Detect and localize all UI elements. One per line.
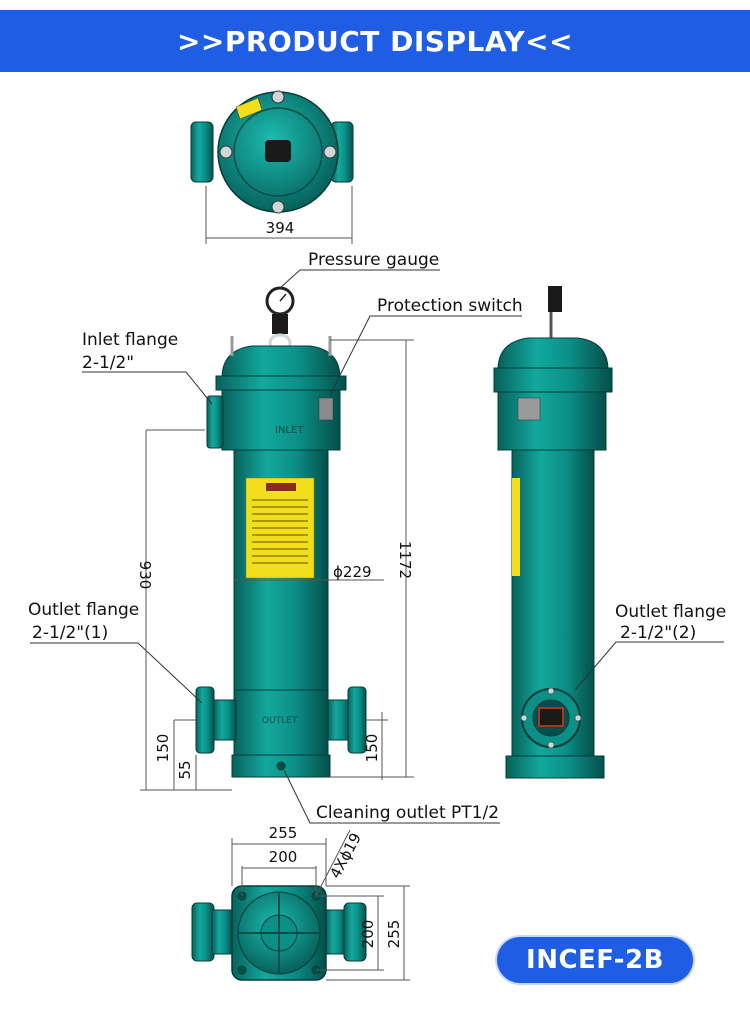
bottom-side-inner-dim: 200: [359, 920, 377, 949]
model-name: INCEF-2B: [526, 945, 664, 975]
side-view: Outlet flange 2-1/2"(2): [493, 286, 726, 779]
top-warning-label: [235, 97, 263, 120]
base-height-dim: 55: [176, 760, 194, 779]
side-lid: [497, 337, 609, 371]
top-clamp: [323, 145, 337, 159]
outlet-flange-2-label: Outlet flange: [615, 602, 726, 622]
front-lid: [221, 345, 341, 379]
header-title: >>PRODUCT DISPLAY<<: [176, 24, 574, 58]
bottom-inner-width-dim: 200: [269, 848, 298, 866]
top-left-flange: [190, 121, 214, 183]
diameter-dim: ϕ229: [333, 563, 372, 581]
outlet-height-right-dim: 150: [363, 734, 381, 763]
inlet-flange-shape: [206, 395, 224, 449]
bottom-outer-width-dim: 255: [269, 824, 298, 842]
top-clamp: [219, 145, 233, 159]
top-clamp: [271, 90, 285, 104]
protection-switch-icon: [318, 397, 334, 421]
bottom-side-outer-dim: 255: [385, 920, 403, 949]
bottom-view: 255 200 4Xϕ19 200 255: [191, 824, 410, 981]
outlet-flange-1-label: Outlet flange: [28, 600, 139, 620]
top-gauge-knob: [265, 140, 291, 162]
outlet-height-left-dim: 150: [154, 734, 172, 763]
inlet-height-dim: 930: [136, 561, 154, 590]
bottom-left-flange: [191, 902, 215, 962]
inlet-flange-size: 2-1/2": [82, 353, 134, 373]
header-banner: >>PRODUCT DISPLAY<<: [0, 10, 750, 72]
top-view: 394: [190, 90, 354, 244]
bottom-right-flange: [343, 902, 367, 962]
outlet-flange-left-shape: [195, 686, 215, 754]
cleaning-outlet-icon: [276, 761, 286, 771]
total-height-dim: 1172: [396, 541, 414, 579]
top-width-dim: 394: [266, 219, 295, 237]
pressure-gauge-label: Pressure gauge: [308, 250, 439, 270]
front-view: INLET OUTLET: [28, 250, 523, 824]
side-gauge-icon: [548, 286, 562, 312]
top-clamp: [271, 200, 285, 214]
protection-switch-label: Protection switch: [377, 296, 523, 316]
outlet-text: OUTLET: [262, 716, 298, 726]
inlet-text: INLET: [275, 425, 304, 436]
inlet-flange-label: Inlet flange: [82, 330, 178, 350]
side-switch-icon: [517, 397, 541, 421]
bottom-holes-dim: 4Xϕ19: [326, 830, 365, 882]
model-badge: INCEF-2B: [497, 937, 693, 983]
cleaning-outlet-label: Cleaning outlet PT1/2: [316, 803, 499, 823]
outlet-flange-2-size: 2-1/2"(2): [620, 623, 696, 643]
side-base: [505, 755, 605, 779]
outlet-flange-1-size: 2-1/2"(1): [32, 623, 108, 643]
